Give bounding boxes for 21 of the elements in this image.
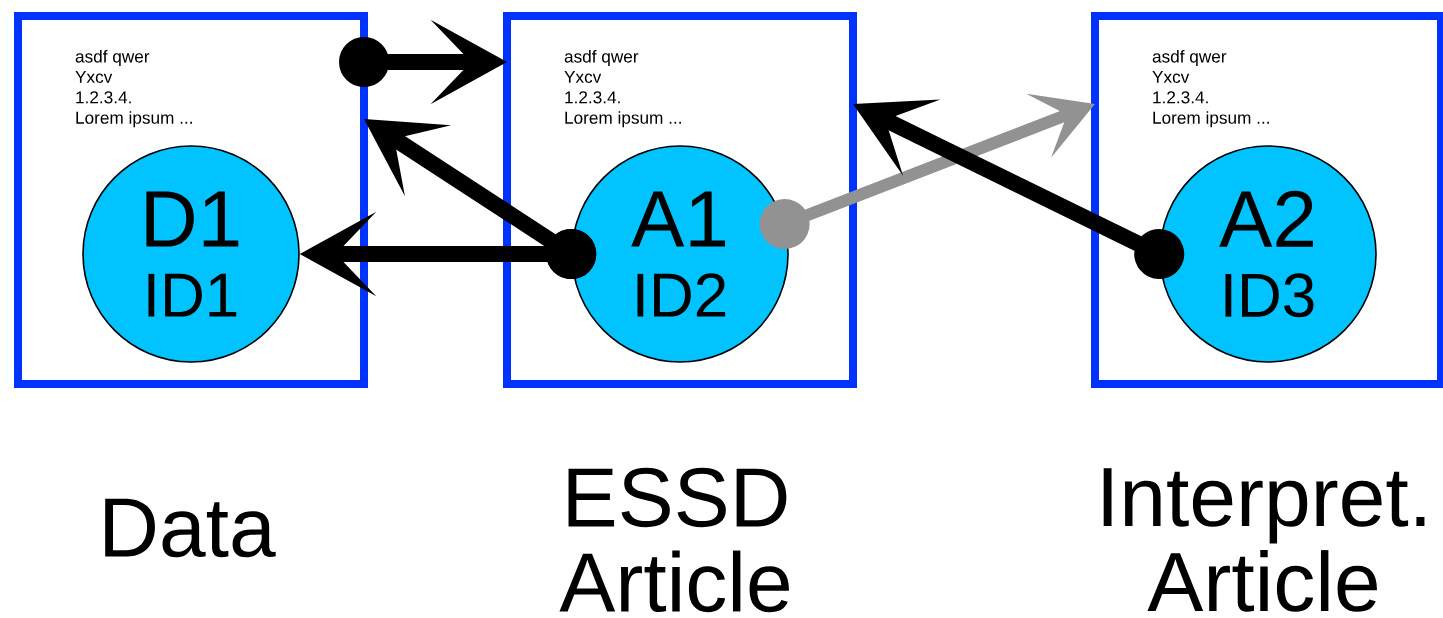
- circle-node: A2 ID3: [1159, 145, 1377, 363]
- caption-text: Interpret. Article: [1103, 468, 1425, 612]
- text-line: asdf qwer: [1152, 50, 1227, 67]
- circle-node: A1 ID2: [571, 145, 789, 363]
- text-line: asdf qwer: [564, 50, 639, 67]
- caption-text: ESSD Article: [559, 467, 789, 613]
- text-line: asdf qwer: [75, 50, 150, 67]
- text-line: Yxcv: [564, 71, 602, 84]
- circle-node: D1 ID1: [82, 145, 300, 363]
- text-line: Lorem ipsum ...: [1153, 111, 1269, 128]
- text-box: [1091, 12, 1443, 388]
- text-line: Lorem ipsum ...: [76, 111, 192, 128]
- caption-text: Data: [105, 498, 276, 558]
- text-line: Yxcv: [75, 71, 113, 84]
- text-box: [14, 12, 368, 388]
- text-line: Yxcv: [1152, 71, 1190, 84]
- text-box: [503, 12, 857, 388]
- text-line: Lorem ipsum ...: [565, 111, 681, 128]
- text-line: 1.2.3.4.: [565, 91, 620, 104]
- text-line: 1.2.3.4.: [1153, 91, 1208, 104]
- text-line: 1.2.3.4.: [76, 91, 131, 104]
